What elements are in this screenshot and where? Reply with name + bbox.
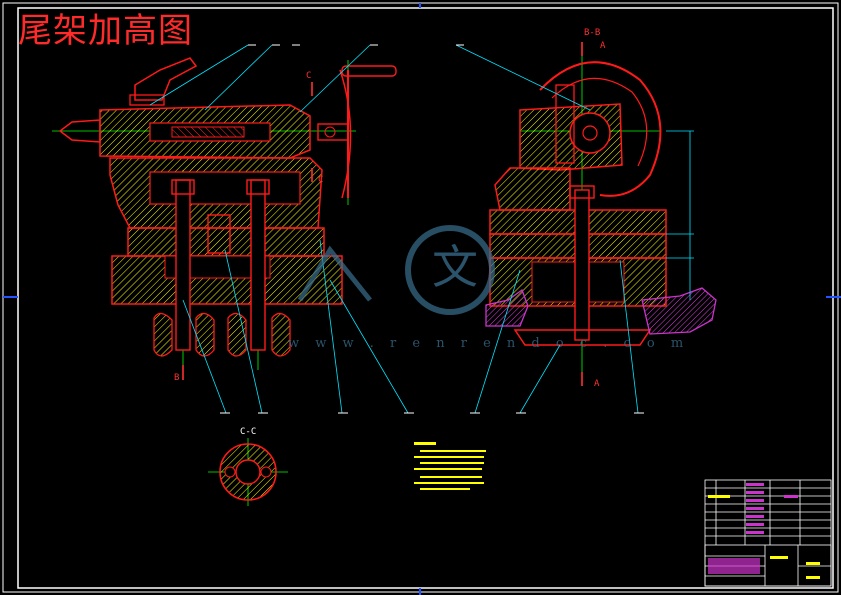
leader-balloons bbox=[220, 44, 644, 414]
watermark-url: w w w . r e n r e n d o c . c o m bbox=[288, 336, 690, 351]
section-label-b: B bbox=[174, 373, 180, 383]
section-label-a-bottom: A bbox=[594, 379, 600, 389]
main-view bbox=[52, 57, 397, 370]
title-block-fills bbox=[708, 483, 820, 579]
technical-notes bbox=[414, 442, 486, 490]
section-label-bb: B-B bbox=[584, 28, 601, 38]
section-view-bb bbox=[485, 48, 717, 385]
drawing-title: 尾架加高图 bbox=[18, 11, 193, 51]
section-label-c-lower: C bbox=[318, 175, 324, 185]
section-label-c-upper: C bbox=[306, 71, 312, 81]
title-block bbox=[704, 479, 832, 587]
section-view-cc bbox=[208, 438, 288, 506]
watermark-glyph: 文 bbox=[432, 240, 478, 294]
leader-lines bbox=[149, 44, 639, 414]
section-label-cc: C-C bbox=[240, 427, 257, 437]
section-markers bbox=[182, 42, 583, 386]
watermark-logo bbox=[297, 225, 495, 315]
section-label-a-top: A bbox=[600, 41, 606, 51]
